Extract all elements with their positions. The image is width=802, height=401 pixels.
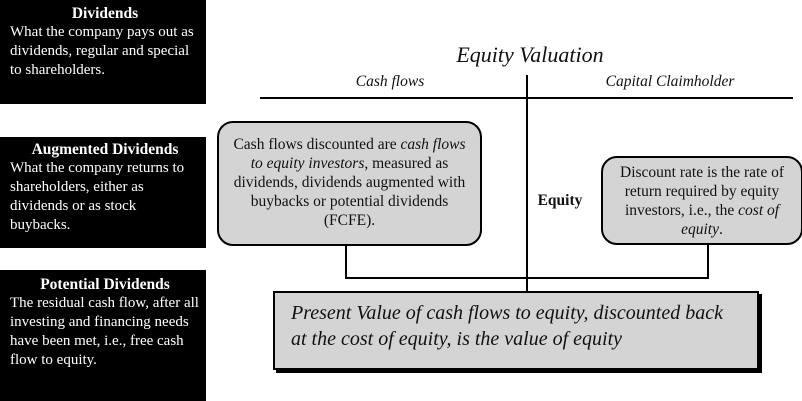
potential-dividends-description: The residual cash flow, after all invest… bbox=[10, 295, 199, 368]
discount-rate-text-start: Discount rate is the rate of return requ… bbox=[620, 164, 784, 219]
present-value-box: Present Value of cash flows to equity, d… bbox=[273, 291, 759, 370]
cash-flows-emphasis: cash flows to equity investors bbox=[250, 136, 466, 172]
discount-rate-emphasis: cost of equity bbox=[681, 202, 780, 238]
potential-dividends-title: Potential Dividends bbox=[40, 276, 170, 293]
cash-flows-text-start: Cash flows discounted are bbox=[233, 136, 401, 153]
augmented-dividends-description: What the company returns to shareholders… bbox=[10, 160, 185, 233]
augmented-dividends-title: Augmented Dividends bbox=[31, 141, 179, 158]
diagram-title: Equity Valuation bbox=[456, 42, 604, 67]
cash-flows-header: Cash flows bbox=[355, 73, 425, 90]
capital-claimholder-header: Capital Claimholder bbox=[605, 73, 735, 90]
equity-label: Equity bbox=[529, 192, 591, 210]
cash-flows-text-end: , measured as dividends, dividends augme… bbox=[233, 155, 466, 229]
augmented-dividends-definition: Augmented Dividends What the company ret… bbox=[0, 137, 206, 248]
discount-rate-text-end: . bbox=[719, 221, 723, 238]
discount-rate-box: Discount rate is the rate of return requ… bbox=[601, 156, 802, 245]
dividends-description: What the company pays out as dividends, … bbox=[10, 24, 194, 78]
cash-flows-box: Cash flows discounted are cash flows to … bbox=[217, 121, 482, 246]
dividends-title: Dividends bbox=[71, 5, 139, 22]
dividends-definition: Dividends What the company pays out as d… bbox=[0, 0, 206, 104]
present-value-text: Present Value of cash flows to equity, d… bbox=[291, 302, 723, 350]
potential-dividends-definition: Potential Dividends The residual cash fl… bbox=[0, 270, 206, 401]
